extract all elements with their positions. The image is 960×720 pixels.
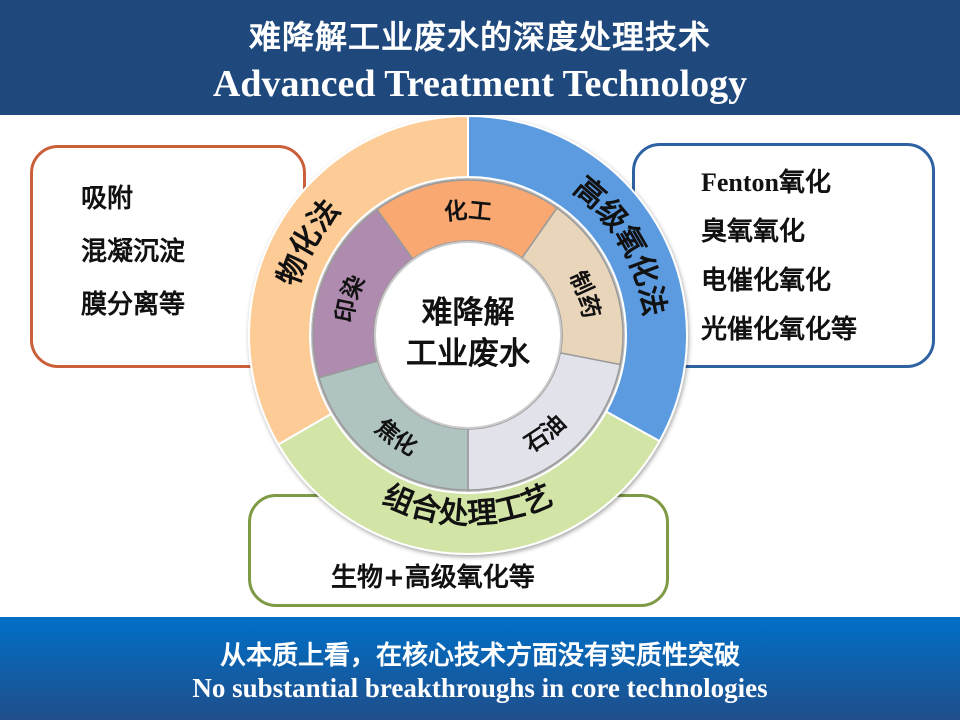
fenton-label: Fenton (701, 168, 779, 197)
method-item: 生物+高级氧化等 (331, 563, 535, 593)
method-item: Fenton氧化 (701, 162, 831, 199)
title-banner: 难降解工业废水的深度处理技术 Advanced Treatment Techno… (0, 0, 960, 115)
title-english: Advanced Treatment Technology (212, 63, 748, 105)
method-item: 臭氧氧化 (701, 217, 806, 247)
center-line-1: 难降解 (422, 295, 515, 331)
segment-advanced-oxidation[interactable] (467, 114, 688, 443)
conclusion-banner: 从本质上看，在核心技术方面没有实质性突破 No substantial brea… (0, 617, 960, 720)
method-item: 混凝沉淀 (81, 237, 186, 267)
center-circle (374, 241, 562, 429)
method-item: 吸附 (81, 184, 134, 214)
fenton-suffix: 氧化 (779, 168, 832, 198)
center-line-2: 工业废水 (406, 336, 531, 372)
conclusion-english: No substantial breakthroughs in core tec… (192, 673, 768, 703)
conclusion-chinese: 从本质上看，在核心技术方面没有实质性突破 (219, 641, 740, 671)
segment-physicochemical[interactable] (248, 114, 469, 446)
title-chinese: 难降解工业废水的深度处理技术 (248, 18, 711, 56)
method-item: 膜分离等 (81, 290, 186, 320)
method-item: 光催化氧化等 (701, 315, 858, 345)
method-item: 电催化氧化 (701, 266, 832, 296)
segment-combined-process[interactable] (276, 410, 661, 555)
